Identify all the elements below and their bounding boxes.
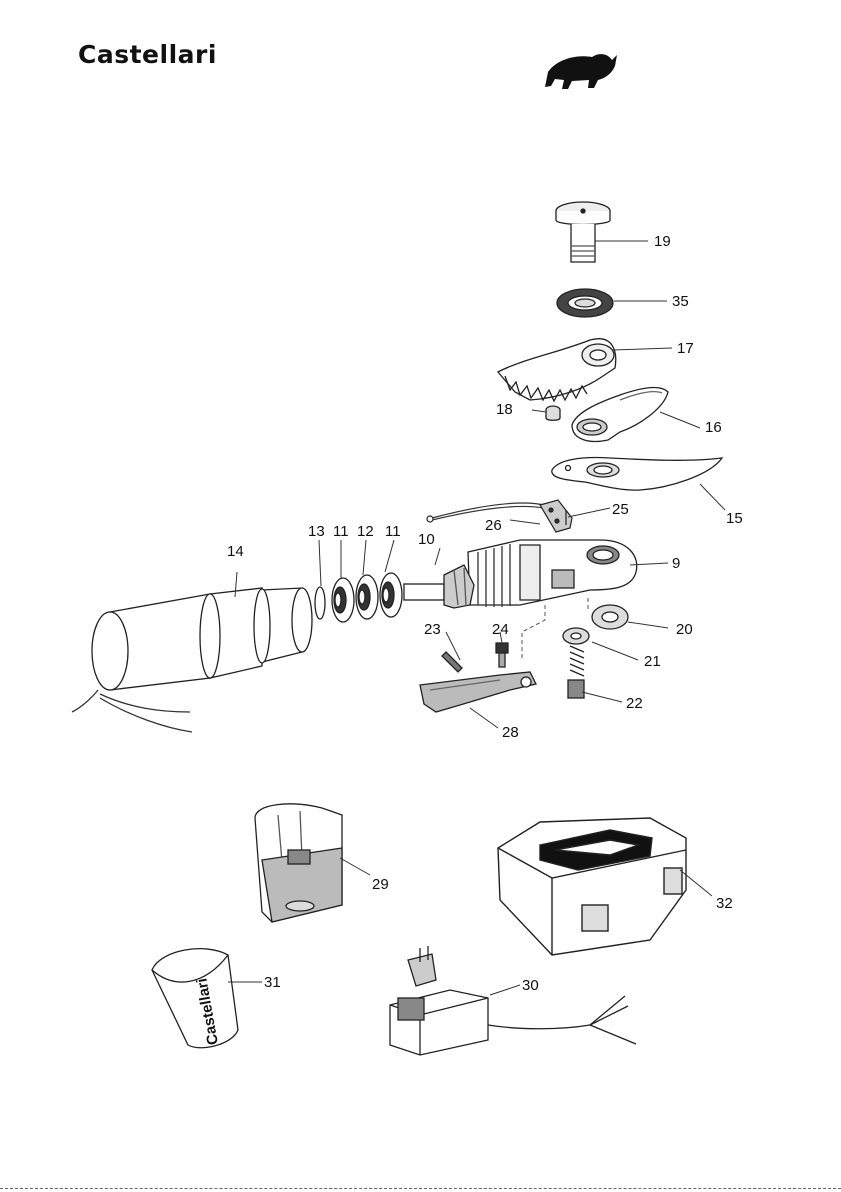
label-part-17: 17 xyxy=(677,340,694,357)
part-9-head-body xyxy=(468,540,637,607)
part-20-gear xyxy=(592,605,628,629)
label-part-25: 25 xyxy=(612,501,629,518)
page-bottom-rule xyxy=(0,1188,841,1189)
part-28-trigger xyxy=(420,672,536,712)
label-part-23: 23 xyxy=(424,621,441,638)
label-part-19: 19 xyxy=(654,233,671,250)
label-part-29: 29 xyxy=(372,876,389,893)
part-13-washer xyxy=(315,587,325,619)
label-part-16: 16 xyxy=(705,419,722,436)
part-21-small-gear xyxy=(563,628,589,644)
label-part-28: 28 xyxy=(502,724,519,741)
part-22-spring-bolt xyxy=(568,646,584,698)
part-17-sector-gear xyxy=(498,339,616,401)
part-24-screw xyxy=(496,643,508,667)
label-part-24: 24 xyxy=(492,621,509,638)
part-10-motor-shaft xyxy=(404,565,474,608)
part-12-bearing-middle xyxy=(356,575,378,619)
label-part-12: 12 xyxy=(357,523,374,540)
label-part-26: 26 xyxy=(485,517,502,534)
part-11-bearing-right xyxy=(380,573,402,617)
part-32-carry-case xyxy=(498,818,686,955)
label-part-32: 32 xyxy=(716,895,733,912)
label-part-30: 30 xyxy=(522,977,539,994)
label-part-22: 22 xyxy=(626,695,643,712)
label-part-15: 15 xyxy=(726,510,743,527)
part-19-adjuster-knob xyxy=(556,202,610,262)
label-part-10: 10 xyxy=(418,531,435,548)
part-29-battery xyxy=(255,804,342,922)
label-part-13: 13 xyxy=(308,523,325,540)
part-23-spring xyxy=(442,652,462,672)
label-part-20: 20 xyxy=(676,621,693,638)
label-part-21: 21 xyxy=(644,653,661,670)
part-35-oil-seal xyxy=(557,289,613,317)
label-part-18: 18 xyxy=(496,401,513,418)
part-15-lower-blade xyxy=(552,458,722,491)
part-31-sleeve xyxy=(152,949,238,1048)
part-16-upper-blade xyxy=(572,388,668,442)
part-30-charger xyxy=(390,946,636,1055)
label-part-11-left: 11 xyxy=(333,523,349,540)
part-18-nut xyxy=(546,406,560,420)
label-part-31: 31 xyxy=(264,974,281,991)
label-part-11-right: 11 xyxy=(385,523,401,540)
label-part-14: 14 xyxy=(227,543,244,560)
part-14-motor xyxy=(72,588,312,732)
label-part-9: 9 xyxy=(672,555,680,572)
part-11-bearing-left xyxy=(332,578,354,622)
rhino-icon xyxy=(545,54,617,89)
label-part-35: 35 xyxy=(672,293,689,310)
